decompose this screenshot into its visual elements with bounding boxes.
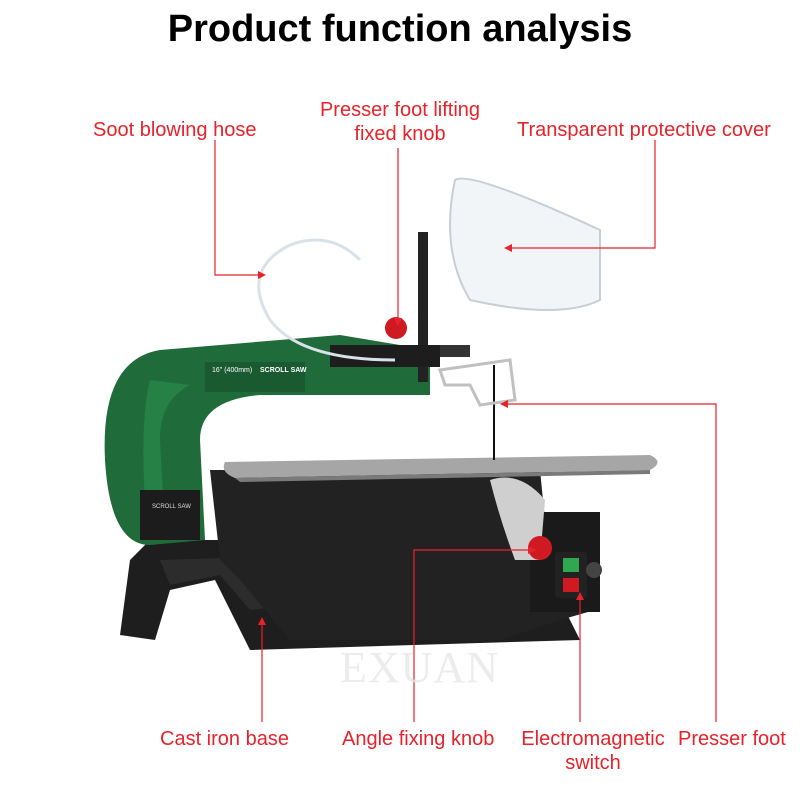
arm-label-plate [205, 362, 305, 392]
angle-bracket [490, 477, 545, 560]
leader-cover [512, 140, 656, 249]
label-cast-iron-base: Cast iron base [160, 728, 289, 750]
presser-post [418, 232, 428, 382]
page-title: Product function analysis [167, 8, 633, 50]
transparent-cover [449, 177, 601, 311]
label-switch-line2: switch [565, 752, 621, 774]
label-transparent-cover: Transparent protective cover [517, 119, 771, 141]
angle-fixing-knob [528, 536, 552, 560]
motor-housing [210, 470, 595, 640]
label-switch-line1: Electromagnetic [521, 728, 665, 750]
side-name-text: SCROLL SAW [152, 504, 191, 510]
watermark: EXUAN [340, 643, 499, 692]
machine-name-text: SCROLL SAW [260, 367, 307, 374]
machine-size-text: 16" (400mm) [212, 367, 252, 374]
label-presser-knob-line1: Presser foot lifting [319, 99, 481, 121]
presser-foot [438, 358, 517, 407]
presser-foot-knob [385, 317, 407, 339]
label-presser-foot: Presser foot [678, 728, 786, 750]
leader-presser-foot [508, 403, 717, 722]
work-table [223, 455, 658, 478]
label-electromagnetic-switch: Electromagnetic switch [518, 727, 668, 775]
leader-angle-knob [413, 549, 528, 722]
soot-blowing-hose [257, 238, 396, 362]
label-presser-knob-line2: fixed knob [354, 123, 446, 145]
leader-soot-hose [214, 140, 258, 276]
label-soot-blowing-hose: Soot blowing hose [93, 119, 257, 141]
label-presser-foot-knob: Presser foot lifting fixed knob [315, 98, 485, 146]
label-angle-fixing-knob: Angle fixing knob [342, 728, 495, 750]
